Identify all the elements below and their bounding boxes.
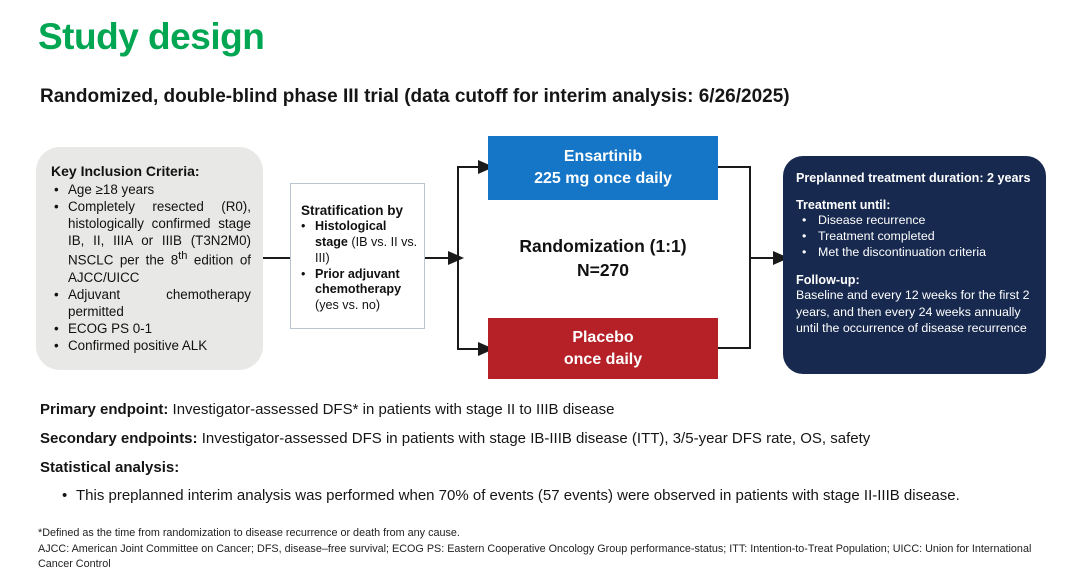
treatment-until-item: Disease recurrence <box>796 212 1035 228</box>
ensartinib-arm-dose: 225 mg once daily <box>534 170 672 187</box>
ensartinib-arm-name: Ensartinib <box>563 148 643 166</box>
inclusion-item: Adjuvant chemotherapy permitted <box>51 286 251 320</box>
footnote-dfs-definition: *Defined as the time from randomization … <box>38 527 460 539</box>
inclusion-list: Age ≥18 years Completely resected (R0), … <box>51 181 251 354</box>
superscript-th: th <box>178 250 188 263</box>
followup-heading: Follow-up: <box>796 273 860 288</box>
stratification-heading: Stratification by <box>301 203 404 218</box>
secondary-endpoints-line: Secondary endpoints: Investigator-assess… <box>40 430 871 447</box>
treatment-until-item: Treatment completed <box>796 228 1035 244</box>
treatment-until-item: Met the discontinuation criteria <box>796 244 1035 260</box>
inclusion-item: Confirmed positive ALK <box>51 337 251 354</box>
footnote-abbreviations: AJCC: American Joint Committee on Cancer… <box>38 542 1032 571</box>
inclusion-criteria-box: Key Inclusion Criteria: Age ≥18 years Co… <box>36 147 263 370</box>
placebo-arm-name: Placebo <box>572 328 634 346</box>
footnotes: *Defined as the time from randomization … <box>38 526 1043 573</box>
inclusion-item: ECOG PS 0-1 <box>51 320 251 337</box>
ensartinib-arm-box: Ensartinib 225 mg once daily <box>488 136 718 200</box>
randomization-label: Randomization (1:1) N=270 <box>478 234 728 282</box>
treatment-until-list: Disease recurrence Treatment completed M… <box>796 212 1035 261</box>
treatment-until-heading: Treatment until: <box>796 198 891 212</box>
inclusion-item: Completely resected (R0), histologically… <box>51 198 251 286</box>
randomization-n: N=270 <box>576 260 630 281</box>
statistical-analysis-heading: Statistical analysis: <box>40 459 180 476</box>
treatment-plan-box: Preplanned treatment duration: 2 years T… <box>783 156 1046 374</box>
placebo-arm-box: Placebo once daily <box>488 318 718 379</box>
inclusion-heading: Key Inclusion Criteria: <box>51 163 200 179</box>
followup-text: Baseline and every 12 weeks for the firs… <box>796 288 1030 335</box>
stratification-list: Histological stage (IB vs. II vs. III) P… <box>301 219 418 314</box>
placebo-arm-dose: once daily <box>563 350 643 368</box>
primary-endpoint-line: Primary endpoint: Investigator-assessed … <box>40 401 615 418</box>
stratification-box: Stratification by Histological stage (IB… <box>290 183 425 329</box>
stratification-item: Histological stage (IB vs. II vs. III) <box>301 219 418 267</box>
slide-subtitle: Randomized, double-blind phase III trial… <box>40 86 790 107</box>
randomization-ratio: Randomization (1:1) <box>519 236 687 256</box>
inclusion-item: Age ≥18 years <box>51 181 251 198</box>
stratification-item: Prior adjuvant chemotherapy (yes vs. no) <box>301 267 418 315</box>
slide-title: Study design <box>38 16 265 57</box>
treatment-duration: Preplanned treatment duration: 2 years <box>796 171 1031 185</box>
statistical-analysis-bullet: •This preplanned interim analysis was pe… <box>62 487 960 504</box>
